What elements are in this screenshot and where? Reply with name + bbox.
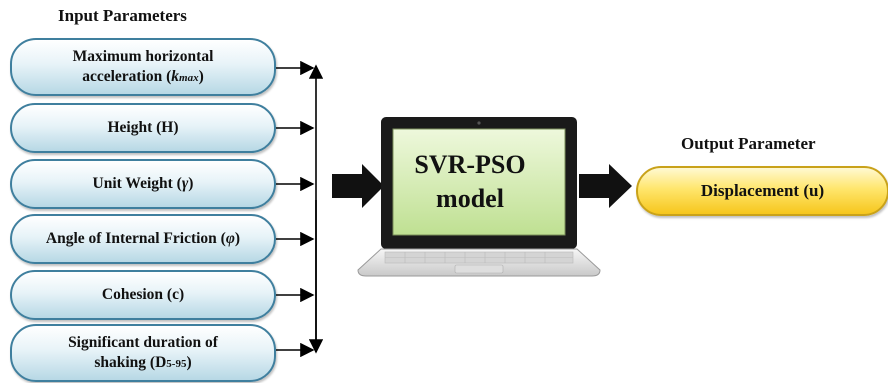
laptop-icon — [357, 117, 601, 277]
output-displacement-label: Displacement (u) — [700, 181, 825, 200]
block-arrow-to-model — [332, 164, 384, 208]
input-kmax-label: acceleration (kmax) — [82, 67, 204, 85]
output-parameter-title: Output Parameter — [681, 134, 816, 153]
model-label-line2: model — [436, 184, 504, 213]
input-cohesion: Cohesion (c) — [10, 270, 276, 320]
input-friction-angle: Angle of Internal Friction (φ) — [10, 214, 276, 264]
output-displacement: Displacement (u) — [636, 166, 888, 216]
input-height: Height (H) — [10, 103, 276, 153]
model-label-line1: SVR-PSO — [414, 150, 526, 179]
input-unit-weight: Unit Weight (γ) — [10, 159, 276, 209]
block-arrow-to-output — [579, 164, 632, 208]
input-kmax: Maximum horizontal acceleration (kmax) — [10, 38, 276, 96]
model-label: SVR-PSO model — [398, 148, 542, 216]
input-parameters-title: Input Parameters — [58, 6, 187, 25]
